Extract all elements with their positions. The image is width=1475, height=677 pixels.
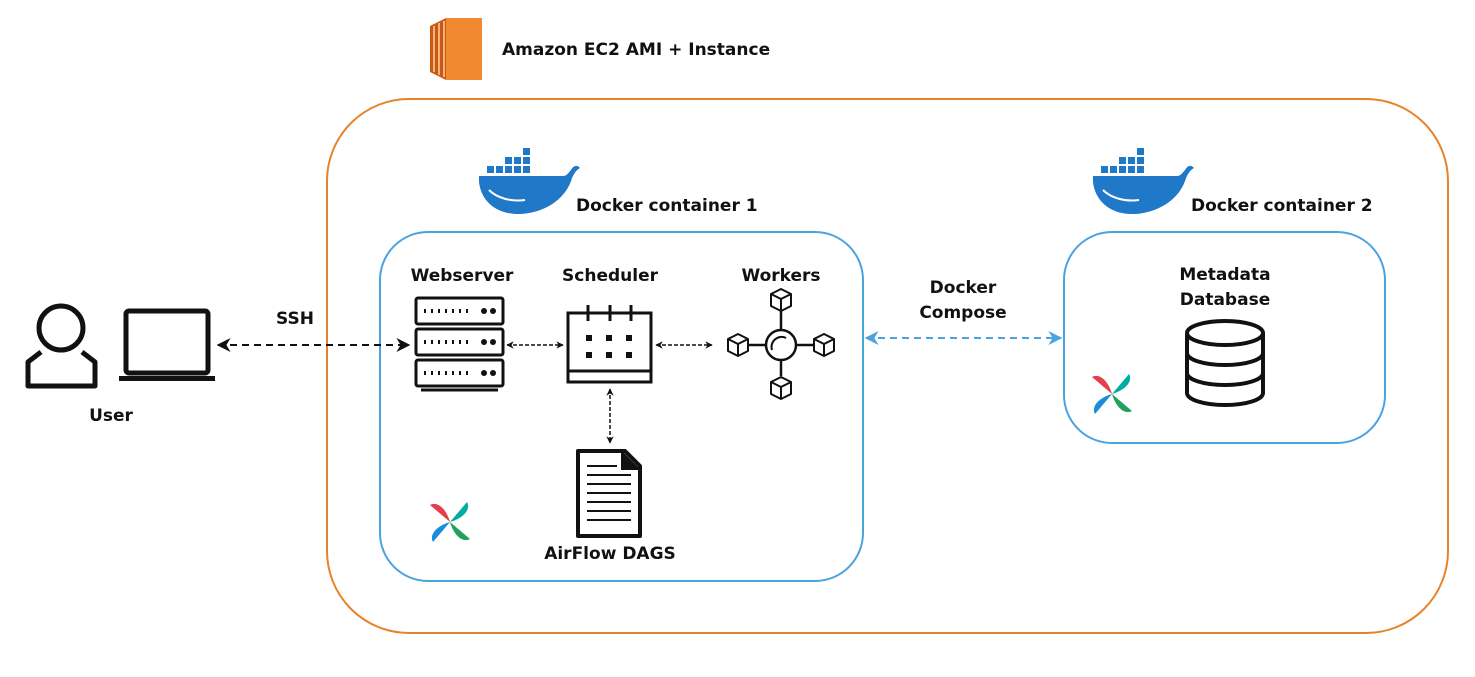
ec2-instance-boundary bbox=[326, 98, 1449, 634]
docker-container-2-boundary bbox=[1063, 231, 1386, 444]
docker-compose-label-line2: Compose bbox=[919, 303, 1006, 323]
webserver-label: Webserver bbox=[411, 266, 514, 286]
user-label: User bbox=[89, 406, 133, 426]
ssh-label: SSH bbox=[276, 309, 314, 329]
metadata-label-line2: Database bbox=[1180, 290, 1270, 310]
docker-whale-icon bbox=[478, 147, 581, 216]
airflow-dags-label: AirFlow DAGS bbox=[544, 544, 676, 564]
ec2-label: Amazon EC2 AMI + Instance bbox=[502, 40, 770, 60]
calendar-icon bbox=[566, 305, 653, 384]
server-rack-icon bbox=[414, 296, 505, 392]
document-icon bbox=[576, 449, 642, 538]
docker-container-1-boundary bbox=[379, 231, 864, 582]
person-icon bbox=[25, 303, 98, 389]
workers-label: Workers bbox=[741, 266, 820, 286]
docker-whale-icon bbox=[1092, 147, 1195, 216]
laptop-icon bbox=[119, 308, 215, 381]
network-hub-icon bbox=[727, 288, 835, 400]
database-icon bbox=[1185, 319, 1265, 407]
airflow-pinwheel-icon bbox=[430, 502, 470, 542]
docker-container-2-label: Docker container 2 bbox=[1191, 196, 1373, 216]
scheduler-label: Scheduler bbox=[562, 266, 659, 286]
docker-container-1-label: Docker container 1 bbox=[576, 196, 758, 216]
docker-compose-label-line1: Docker bbox=[930, 278, 997, 298]
airflow-pinwheel-icon bbox=[1092, 374, 1132, 414]
aws-ec2-icon bbox=[430, 18, 482, 80]
metadata-label-line1: Metadata bbox=[1179, 265, 1270, 285]
